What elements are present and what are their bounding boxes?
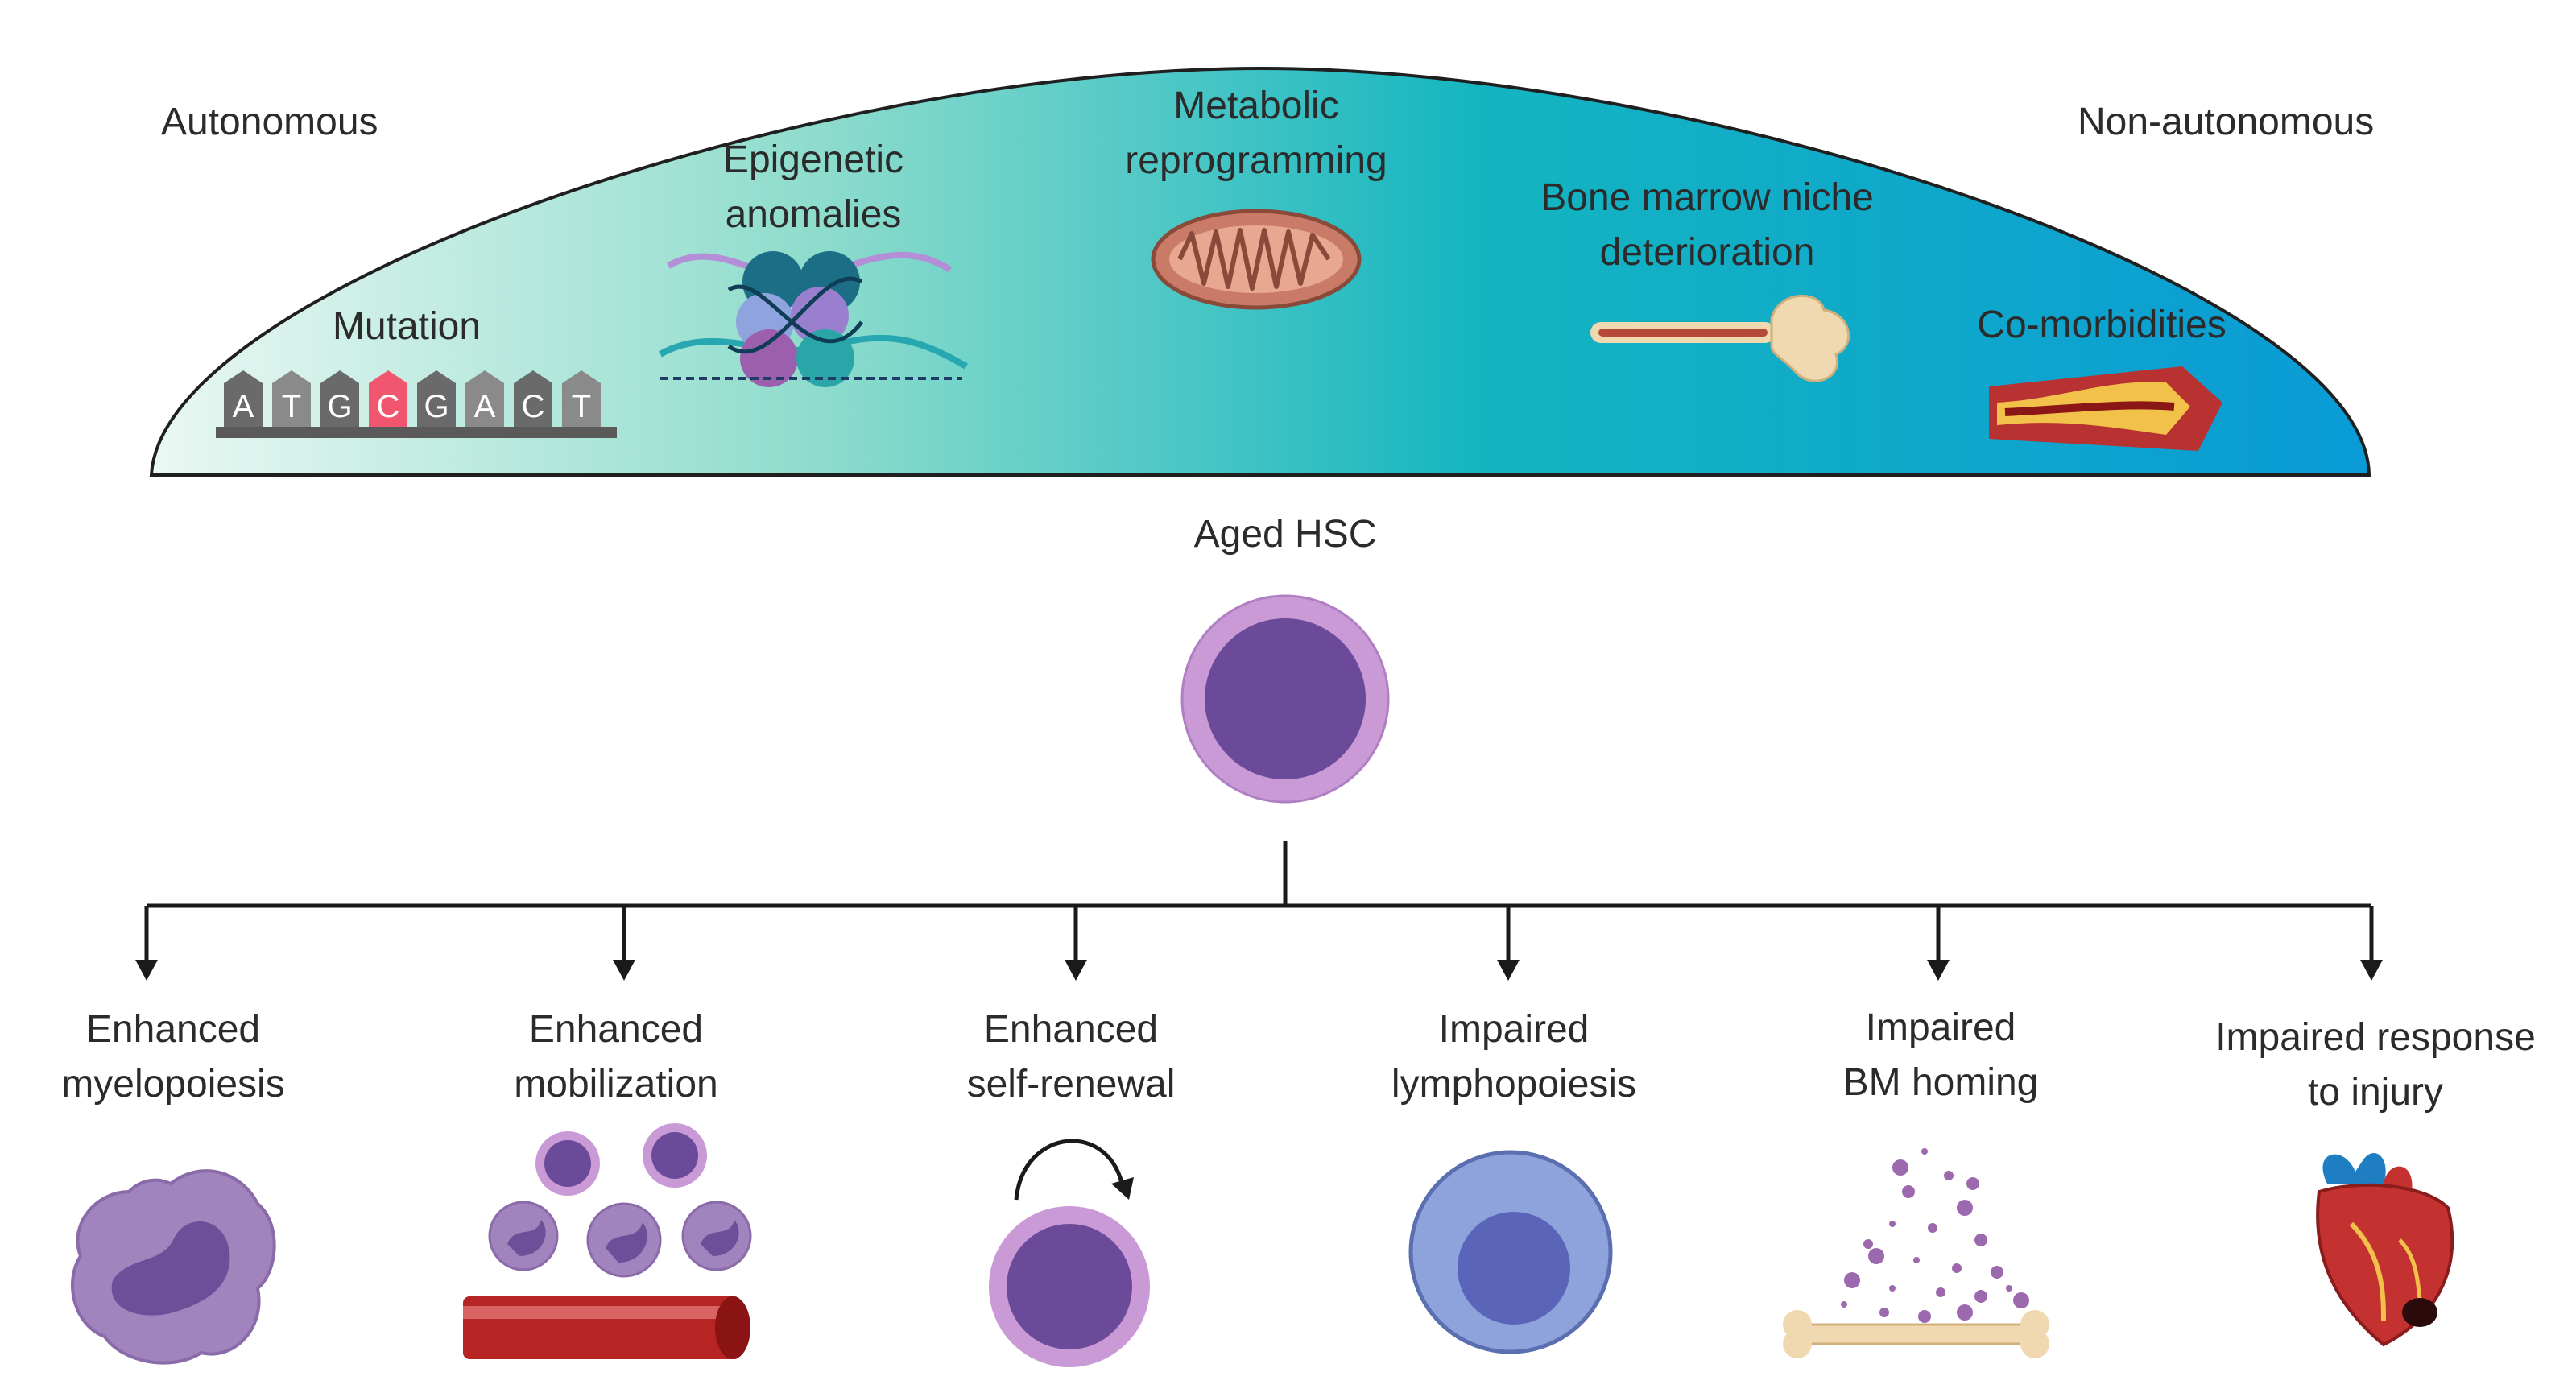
bone-icon: [1590, 294, 1850, 382]
svg-text:A: A: [474, 389, 496, 424]
dna-base-4: G: [417, 370, 456, 427]
homing-dot: [1957, 1304, 1973, 1321]
homing-dot: [1936, 1287, 1945, 1297]
nucleosome-icon: [659, 251, 969, 387]
dna-base-3: C: [369, 370, 407, 427]
svg-text:T: T: [572, 389, 591, 424]
macrophage-icon: [71, 1169, 276, 1365]
arrowhead-mobilization: [613, 960, 635, 981]
homing-dot: [1892, 1159, 1908, 1176]
factor-comorbidities-label: Co-morbidities: [1977, 304, 2227, 346]
svg-text:G: G: [327, 389, 352, 424]
self-renewal-icon: [989, 1139, 1150, 1367]
homing-dot: [1889, 1285, 1896, 1292]
homing-dot: [1974, 1290, 1987, 1303]
mobilization-icon: [463, 1123, 752, 1359]
homing-dot: [1966, 1177, 1979, 1190]
arrowhead-lymphopoiesis: [1497, 960, 1520, 981]
autonomous-label: Autonomous: [161, 101, 378, 143]
homing-dot: [1863, 1239, 1873, 1249]
aged-hsc-label: Aged HSC: [1193, 513, 1377, 556]
svg-text:C: C: [377, 389, 400, 424]
homing-dot: [1918, 1310, 1931, 1323]
homing-dot: [1952, 1263, 1962, 1273]
svg-text:T: T: [282, 389, 301, 424]
homing-dot: [1913, 1257, 1920, 1263]
arrowhead-injury-response: [2360, 960, 2383, 981]
homing-dot: [1991, 1266, 2003, 1279]
outcome-connectors: [147, 841, 2371, 908]
outcome-arrows: [135, 906, 2383, 981]
homing-dot: [2013, 1292, 2029, 1308]
dna-base-7: T: [562, 370, 601, 427]
homing-dot: [1889, 1221, 1896, 1227]
bm-homing-icon: [1783, 1148, 2049, 1358]
dna-base-5: A: [465, 370, 504, 427]
homing-dot: [1974, 1234, 1987, 1246]
homing-dot: [1928, 1223, 1937, 1233]
arrowhead-bm-homing: [1927, 960, 1950, 981]
lymphocyte-icon: [1408, 1150, 1613, 1354]
homing-dot: [2006, 1285, 2012, 1292]
dna-base-1: T: [272, 370, 311, 427]
mitochondrion-icon: [1151, 209, 1362, 310]
dna-backbone: [216, 427, 617, 438]
dna-base-0: A: [224, 370, 263, 427]
artery-plaque-icon: [1989, 366, 2222, 451]
arrowhead-self-renewal: [1065, 960, 1087, 981]
arrowhead-myelopoiesis: [135, 960, 158, 981]
homing-dot: [1902, 1185, 1915, 1198]
homing-dot: [1879, 1308, 1889, 1317]
dna-base-2: G: [320, 370, 359, 427]
svg-text:G: G: [424, 389, 449, 424]
svg-text:A: A: [233, 389, 254, 424]
aged-hsc-nucleus: [1205, 618, 1366, 779]
homing-dot: [1841, 1301, 1847, 1308]
homing-dot: [1844, 1272, 1860, 1288]
homing-dot: [1921, 1148, 1928, 1155]
dna-base-6: C: [514, 370, 552, 427]
heart-icon: [2316, 1152, 2454, 1347]
homing-dot: [1957, 1200, 1973, 1216]
factor-mutation-label: Mutation: [332, 305, 482, 348]
homing-dot: [1944, 1171, 1954, 1180]
non-autonomous-label: Non-autonomous: [2078, 101, 2375, 143]
svg-text:C: C: [522, 389, 545, 424]
homing-dot: [1868, 1248, 1884, 1264]
